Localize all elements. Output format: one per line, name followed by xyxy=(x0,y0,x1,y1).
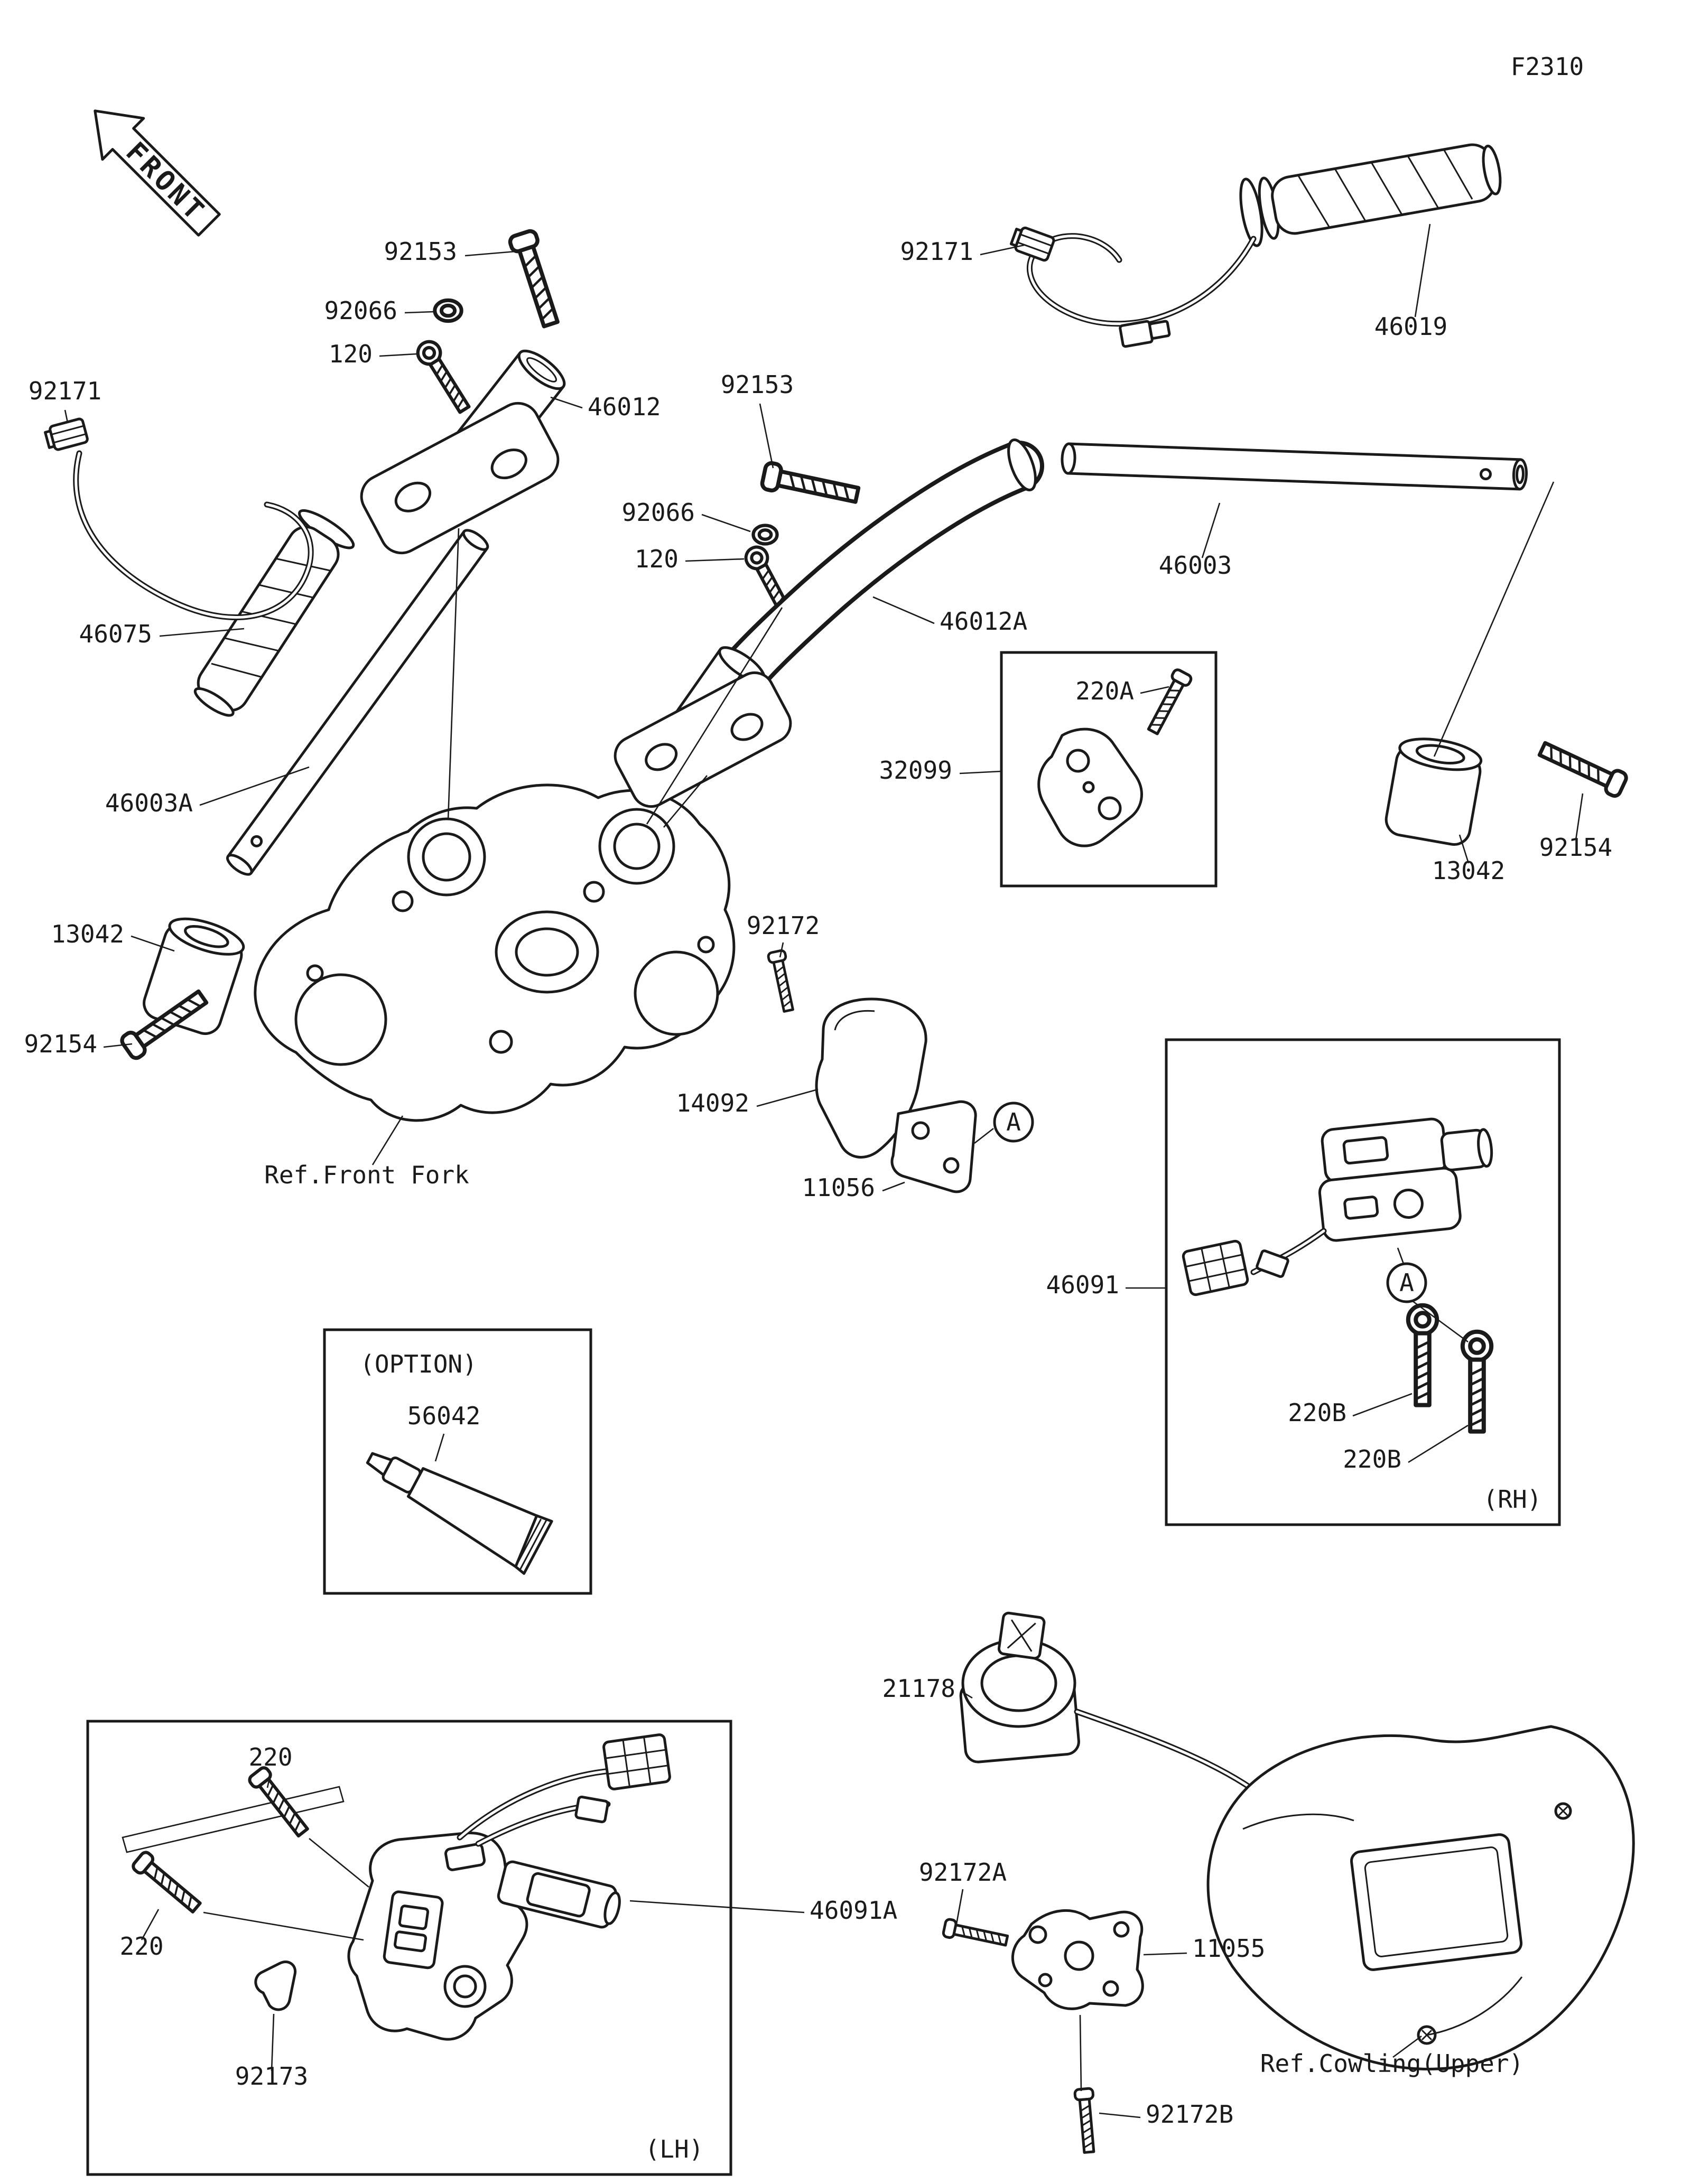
left-grip-46075 xyxy=(44,418,355,717)
label-92172a: 92172A xyxy=(919,1858,1007,1887)
bracket-32099-detail-box xyxy=(1000,651,1218,888)
immobilizer-amplifier-21178 xyxy=(959,1611,1294,1848)
lh-switch-housing xyxy=(347,1733,671,2041)
bracket-11055-cluster xyxy=(943,1909,1144,2153)
label-46019: 46019 xyxy=(1374,312,1447,341)
leader-lines xyxy=(64,223,1584,2118)
label-92171-right: 92171 xyxy=(900,237,973,266)
cable-bracket-cluster: A xyxy=(768,950,1034,1193)
handlebar-holder-46012 xyxy=(360,349,566,555)
caption-option: (OPTION) xyxy=(360,1350,477,1378)
rh-switch-housing xyxy=(1318,1117,1493,1242)
label-ref-cowling-upper: Ref.Cowling(Upper) xyxy=(1260,2049,1524,2078)
lh-switch-detail-box: (LH) xyxy=(86,1720,732,2176)
handlebar-tube-46003 xyxy=(1061,442,1528,491)
connector-92171-left-illustration xyxy=(44,418,88,452)
screw-92172-illustration xyxy=(768,950,797,1012)
upper-cowling xyxy=(1206,1725,1635,2070)
right-bar-end-weight xyxy=(1385,733,1628,846)
grip-glue-tube-56042 xyxy=(366,1452,553,1575)
label-11056: 11056 xyxy=(802,1173,875,1202)
caption-rh: (RH) xyxy=(1483,1485,1542,1514)
label-92154-left: 92154 xyxy=(24,1030,97,1058)
part-labels: 92153 92066 120 92171 46012 92171 46019 … xyxy=(24,237,1613,2129)
clamp-92173-illustration xyxy=(254,1961,297,2011)
rh-switch-detail-box: A (RH) xyxy=(1165,1038,1561,1526)
label-120-left: 120 xyxy=(329,340,373,368)
front-arrow-label: FRONT xyxy=(119,136,211,228)
label-46091: 46091 xyxy=(1046,1271,1119,1299)
label-46003: 46003 xyxy=(1159,551,1232,580)
label-46091a: 46091A xyxy=(810,1896,897,1925)
label-32099: 32099 xyxy=(879,756,952,785)
label-220a: 220A xyxy=(1075,677,1134,705)
figure-code: F2310 xyxy=(1511,52,1584,81)
detail-marker-a-2: A xyxy=(1399,1268,1414,1297)
washer-92066-mid-illustration xyxy=(754,526,777,544)
label-220-lower: 220 xyxy=(119,1932,163,1961)
label-92172b: 92172B xyxy=(1146,2100,1233,2129)
bolt-120-left-illustration xyxy=(414,338,474,416)
connector-92171-right-illustration xyxy=(1010,225,1055,262)
label-220b-lower: 220B xyxy=(1343,1445,1401,1473)
label-56042: 56042 xyxy=(407,1402,480,1430)
bracket-11056-illustration xyxy=(890,1100,977,1193)
bolt-92154-right-illustration xyxy=(1537,738,1628,798)
label-46075: 46075 xyxy=(79,620,152,648)
lh-switch-connector xyxy=(602,1733,671,1790)
label-92153-mid: 92153 xyxy=(721,370,794,399)
screw-92153-left-illustration xyxy=(508,229,563,328)
label-21178: 21178 xyxy=(882,1674,955,1703)
caption-lh: (LH) xyxy=(645,2135,704,2163)
screw-92153-mid-illustration xyxy=(761,462,860,508)
washer-92066-left-illustration xyxy=(435,300,461,321)
detail-marker-a-circle-2 xyxy=(1386,1262,1427,1303)
screw-92172b-illustration xyxy=(1074,2088,1098,2153)
triple-clamp xyxy=(254,783,736,1122)
label-92154-right: 92154 xyxy=(1539,833,1612,862)
label-120-mid: 120 xyxy=(635,545,679,573)
label-46003a: 46003A xyxy=(105,789,193,817)
handlebar-tube-46003a xyxy=(226,529,489,876)
label-11055: 11055 xyxy=(1192,1934,1265,1963)
label-92153-left: 92153 xyxy=(384,237,457,266)
screw-220a-illustration xyxy=(1145,668,1193,736)
label-46012: 46012 xyxy=(588,393,661,421)
screw-220b-upper-illustration xyxy=(1408,1305,1437,1405)
label-92171-left: 92171 xyxy=(29,377,101,405)
label-ref-front-fork: Ref.Front Fork xyxy=(264,1161,469,1189)
label-92066-left: 92066 xyxy=(324,296,397,325)
detail-marker-a-1: A xyxy=(1006,1108,1021,1136)
label-220-upper: 220 xyxy=(248,1743,292,1771)
right-heated-grip-46019 xyxy=(1010,143,1502,348)
label-92172: 92172 xyxy=(747,911,820,940)
label-14092: 14092 xyxy=(676,1089,749,1117)
label-13042-left: 13042 xyxy=(51,920,124,948)
label-46012a: 46012A xyxy=(940,607,1027,636)
label-13042-right: 13042 xyxy=(1432,856,1505,885)
handlebar-holder-46012a xyxy=(614,438,1044,808)
screw-220-lower-illustration xyxy=(131,1850,203,1916)
screw-92172a-illustration xyxy=(943,1919,1008,1949)
label-92173: 92173 xyxy=(235,2062,308,2090)
detail-marker-a-circle-1 xyxy=(993,1102,1034,1143)
option-box: (OPTION) xyxy=(323,1328,592,1595)
label-92066-mid: 92066 xyxy=(622,498,695,527)
rh-switch-connector xyxy=(1182,1239,1249,1296)
label-220b-upper: 220B xyxy=(1288,1398,1346,1427)
screw-220-upper-illustration xyxy=(248,1766,312,1839)
front-direction-arrow: FRONT xyxy=(94,109,221,237)
screw-220b-lower-illustration xyxy=(1463,1332,1491,1432)
left-bar-end-weight xyxy=(119,917,245,1060)
